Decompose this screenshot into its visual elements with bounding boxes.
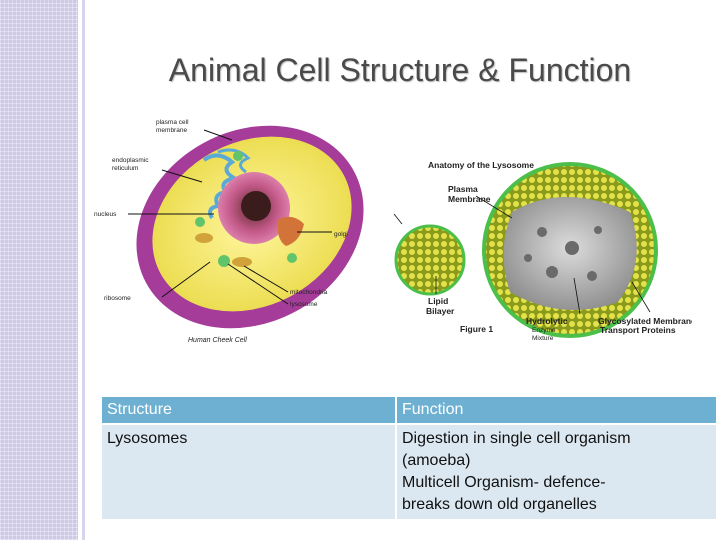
function-line: Multicell Organism- defence- xyxy=(402,474,606,491)
endoplasmic-reticulum xyxy=(202,153,240,220)
function-line: breaks down old organelles xyxy=(402,496,597,513)
label-plasma-membrane-1: plasma cell xyxy=(156,119,189,126)
nucleolus xyxy=(241,191,271,221)
label-hydrolytic-2: Enzyme xyxy=(532,327,556,334)
animal-cell-diagram: plasma cell membrane endoplasmic reticul… xyxy=(94,119,364,344)
cell-function: Digestion in single cell organism (amoeb… xyxy=(397,425,716,519)
label-glyco-1: Glycosylated Membrane xyxy=(598,316,692,326)
mitochondrion xyxy=(232,257,252,267)
table-header-row: Structure Function xyxy=(102,397,716,423)
function-line: Digestion in single cell organism xyxy=(402,430,631,447)
label-nucleus: nucleus xyxy=(94,211,117,218)
label-er-1: endoplasmic xyxy=(112,157,149,164)
label-figure: Figure 1 xyxy=(460,324,493,334)
label-ribosome: ribosome xyxy=(104,295,131,302)
label-lysosome: lysosome xyxy=(290,301,318,308)
label-lipid-2: Bilayer xyxy=(426,306,455,316)
lipid-bilayer-sphere xyxy=(394,224,466,296)
label-glyco-2: Transport Proteins xyxy=(600,325,676,335)
function-line: (amoeba) xyxy=(402,452,471,469)
label-er-2: reticulum xyxy=(112,165,138,172)
label-hydrolytic-1: Hydrolytic xyxy=(526,316,568,326)
header-function: Function xyxy=(397,397,716,423)
side-divider-accent xyxy=(82,0,85,540)
table-row: Lysosomes Digestion in single cell organ… xyxy=(102,425,716,519)
header-structure: Structure xyxy=(102,397,395,423)
label-mitochondria: mitochondria xyxy=(290,289,328,296)
decorative-side-strip xyxy=(0,0,78,540)
label-plasma-1: Plasma xyxy=(448,184,478,194)
label-hydrolytic-3: Mixture xyxy=(532,335,554,342)
label-caption: Human Cheek Cell xyxy=(188,337,247,344)
label-plasma-membrane-2: membrane xyxy=(156,127,187,134)
lysosome-dot xyxy=(218,255,230,267)
label-golgi: golgi xyxy=(334,231,348,238)
label-lysosome-title: Anatomy of the Lysosome xyxy=(428,160,534,170)
golgi-apparatus xyxy=(277,216,304,246)
label-lipid-1: Lipid xyxy=(428,296,448,306)
cell-structure: Lysosomes xyxy=(102,425,395,519)
side-divider xyxy=(78,0,82,540)
slide-title: Animal Cell Structure & Function xyxy=(168,52,632,88)
lysosome-diagram: Anatomy of the Lysosome Plasma Membrane … xyxy=(393,160,692,342)
structure-function-table: Structure Function Lysosomes Digestion i… xyxy=(100,395,718,521)
label-plasma-2: Membrane xyxy=(448,194,491,204)
